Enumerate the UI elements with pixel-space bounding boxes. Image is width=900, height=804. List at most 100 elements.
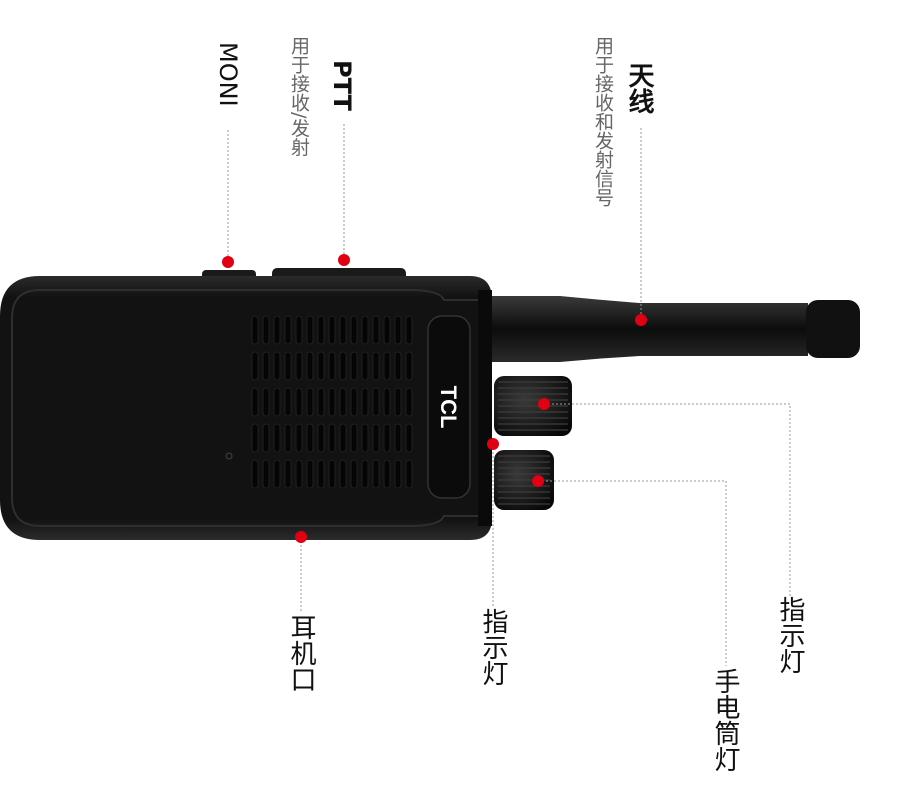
marker-moni: [222, 256, 234, 268]
ptt-description: 用于接收/发射: [288, 36, 310, 157]
grille-slot: [273, 315, 281, 345]
grille-slot: [394, 351, 402, 381]
grille-slot: [350, 351, 358, 381]
grille-slot: [251, 387, 259, 417]
grille-slot: [383, 459, 391, 489]
grille-slot: [328, 423, 336, 453]
grille-slot: [306, 459, 314, 489]
grille-slot: [306, 423, 314, 453]
speaker-grille: [251, 315, 413, 489]
earphone-label: 耳机口: [286, 614, 316, 692]
grille-slot: [394, 423, 402, 453]
grille-slot: [262, 351, 270, 381]
grille-slot: [328, 387, 336, 417]
grille-slot: [262, 423, 270, 453]
grille-slot: [361, 423, 369, 453]
grille-slot: [251, 423, 259, 453]
grille-slot: [273, 423, 281, 453]
grille-slot: [284, 423, 292, 453]
grille-slot: [317, 387, 325, 417]
grille-slot: [350, 387, 358, 417]
grille-slot: [295, 387, 303, 417]
grille-slot: [383, 315, 391, 345]
grille-slot: [284, 387, 292, 417]
grille-slot: [383, 423, 391, 453]
grille-slot: [262, 387, 270, 417]
flashlight-label: 手电筒灯: [710, 668, 740, 772]
grille-slot: [405, 423, 413, 453]
grille-slot: [372, 423, 380, 453]
grille-slot: [295, 423, 303, 453]
leader-indicator-top: [544, 403, 791, 596]
ptt-label: PTT: [328, 60, 356, 111]
antenna: [482, 296, 860, 362]
grille-slot: [361, 387, 369, 417]
leader-flashlight: [538, 480, 727, 666]
grille-slot: [339, 315, 347, 345]
antenna-description: 用于接收和发射信号: [592, 36, 614, 207]
grille-slot: [350, 315, 358, 345]
grille-slot: [273, 387, 281, 417]
grille-slot: [262, 459, 270, 489]
grille-slot: [317, 423, 325, 453]
top-knob: [494, 376, 572, 436]
grille-slot: [339, 423, 347, 453]
grille-slot: [284, 351, 292, 381]
grille-slot: [372, 351, 380, 381]
grille-slot: [350, 459, 358, 489]
grille-slot: [306, 315, 314, 345]
grille-slot: [361, 315, 369, 345]
mic-hole: [225, 452, 233, 460]
grille-slot: [328, 315, 336, 345]
grille-slot: [317, 315, 325, 345]
grille-slot: [328, 351, 336, 381]
grille-slot: [339, 459, 347, 489]
logo-panel: [427, 315, 471, 499]
grille-slot: [317, 459, 325, 489]
grille-slot: [361, 459, 369, 489]
grille-slot: [405, 387, 413, 417]
grille-slot: [273, 459, 281, 489]
grille-slot: [295, 351, 303, 381]
grille-slot: [251, 351, 259, 381]
grille-slot: [262, 315, 270, 345]
grille-slot: [284, 459, 292, 489]
grille-slot: [328, 459, 336, 489]
grille-slot: [394, 459, 402, 489]
antenna-label: 天线: [624, 62, 654, 114]
grille-slot: [405, 351, 413, 381]
grille-slot: [339, 387, 347, 417]
radio-body: [0, 276, 492, 540]
grille-slot: [383, 387, 391, 417]
moni-label: MONI: [214, 42, 242, 107]
marker-earphone: [295, 531, 307, 543]
grille-slot: [372, 315, 380, 345]
grille-slot: [394, 315, 402, 345]
indicator-top-label: 指示灯: [775, 596, 805, 674]
grille-slot: [295, 315, 303, 345]
grille-slot: [273, 351, 281, 381]
grille-slot: [251, 459, 259, 489]
marker-antenna: [635, 314, 647, 326]
grille-slot: [405, 315, 413, 345]
grille-slot: [251, 315, 259, 345]
grille-slot: [295, 459, 303, 489]
grille-slot: [317, 351, 325, 381]
grille-slot: [284, 315, 292, 345]
marker-flashlight: [532, 475, 544, 487]
grille-slot: [306, 387, 314, 417]
brand-logo: TCL: [436, 386, 461, 429]
grille-slot: [350, 423, 358, 453]
grille-slot: [372, 459, 380, 489]
grille-slot: [394, 387, 402, 417]
grille-slot: [361, 351, 369, 381]
grille-slot: [306, 351, 314, 381]
marker-ptt: [338, 254, 350, 266]
indicator-mid-label: 指示灯: [478, 608, 508, 686]
marker-indicator-top: [538, 398, 550, 410]
grille-slot: [405, 459, 413, 489]
marker-indicator-mid: [487, 438, 499, 450]
bottom-knob: [494, 450, 554, 510]
